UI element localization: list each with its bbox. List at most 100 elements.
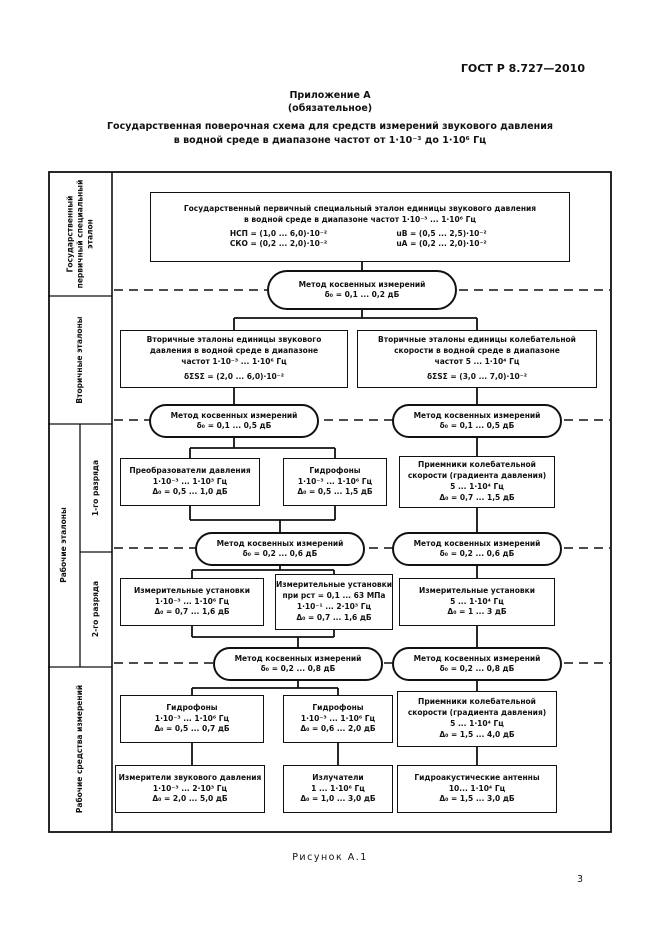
- page-number: 3: [576, 874, 583, 885]
- method-ellipse-1: Метод косвенных измерений δ₀ = 0,1 ... 0…: [267, 270, 457, 310]
- sidebar-label-primary-standard: Государственный первичный специальный эт…: [65, 179, 94, 289]
- node-text: Δ₀ = 2,0 ... 5,0 дБ: [152, 794, 228, 804]
- method-ellipse-4-left: Метод косвенных измерений δ₀ = 0,2 ... 0…: [213, 647, 383, 681]
- scheme-title: Государственная поверочная схема для сре…: [28, 120, 632, 149]
- node-wi-emitters: Излучатели 1 ... 1·10⁶ Гц Δ₀ = 1,0 ... 3…: [283, 765, 393, 813]
- node-wi-hydrophones-2: Гидрофоны 1·10⁻³ ... 1·10⁶ Гц Δ₀ = 0,6 .…: [283, 695, 393, 743]
- node-text: Вторичные эталоны единицы звукового: [146, 335, 322, 345]
- node-rank1-velocity-receivers: Приемники колебательной скорости (градие…: [399, 456, 555, 508]
- node-text: Преобразователи давления: [129, 465, 251, 475]
- node-text: 1 ... 1·10⁶ Гц: [311, 783, 365, 793]
- node-text: 1·10⁻¹ ... 2·10³ Гц: [296, 602, 372, 611]
- figure-caption: Рисунок А.1: [292, 852, 368, 863]
- node-text: δΣSΣ = (3,0 ... 7,0)·10⁻²: [426, 371, 528, 381]
- node-text: δΣSΣ = (2,0 ... 6,0)·10⁻²: [183, 371, 285, 381]
- node-rank1-hydrophones: Гидрофоны 1·10⁻³ ... 1·10⁶ Гц Δ₀ = 0,5 .…: [283, 458, 387, 506]
- node-text: Δ₀ = 0,5 ... 0,7 дБ: [154, 724, 230, 734]
- node-text: НСП = (1,0 ... 6,0)·10⁻²: [229, 228, 328, 238]
- node-text: Δ₀ = 0,6 ... 2,0 дБ: [300, 724, 376, 734]
- node-text: Измерительные установки: [419, 585, 535, 595]
- node-text: 1·10⁻³ ... 1·10⁶ Гц: [297, 476, 373, 486]
- node-text: Метод косвенных измерений: [413, 538, 541, 548]
- node-text: частот 1·10⁻³ ... 1·10⁶ Гц: [181, 357, 287, 366]
- node-text: 1·10⁻³ ... 1·10⁶ Гц: [300, 713, 376, 723]
- node-text: Метод косвенных измерений: [413, 410, 541, 420]
- node-text: 10... 1·10⁴ Гц: [448, 783, 506, 793]
- node-text: СКО = (0,2 ... 2,0)·10⁻²: [229, 239, 328, 249]
- node-text: Приемники колебательной: [418, 697, 536, 707]
- node-text: uВ = (0,5 ... 2,5)·10⁻²: [396, 228, 487, 238]
- node-text: Δ₀ = 0,7 ... 1,5 дБ: [439, 492, 515, 502]
- node-text: Δ₀ = 0,5 ... 1,0 дБ: [152, 487, 228, 497]
- node-secondary-velocity: Вторичные эталоны единицы колебательной …: [357, 330, 597, 388]
- node-wi-sound-pressure-meters: Измерители звукового давления 1·10⁻³ ...…: [115, 765, 265, 813]
- node-rank2-measuring-setups: Измерительные установки 1·10⁻³ ... 1·10⁶…: [120, 578, 264, 626]
- node-text: Метод косвенных измерений: [170, 410, 298, 420]
- method-ellipse-2-right: Метод косвенных измерений δ₀ = 0,1 ... 0…: [392, 404, 562, 438]
- node-text: Приемники колебательной: [418, 460, 536, 470]
- method-ellipse-4-right: Метод косвенных измерений δ₀ = 0,2 ... 0…: [392, 647, 562, 681]
- node-text: δ₀ = 0,1 ... 0,5 дБ: [439, 421, 515, 430]
- sidebar-label-secondary-standards: Вторичные эталоны: [75, 316, 85, 404]
- node-wi-velocity-receivers: Приемники колебательной скорости (градие…: [397, 691, 557, 747]
- node-text: 1·10⁻³ ... 1·10⁶ Гц: [154, 713, 230, 723]
- scheme-title-line1: Государственная поверочная схема для сре…: [107, 121, 553, 132]
- node-text: 5 ... 1·10⁴ Гц: [450, 719, 504, 728]
- node-text: δ₀ = 0,2 ... 0,8 дБ: [260, 664, 336, 673]
- node-text: Измерительные установки: [134, 585, 250, 595]
- node-text: при pст = 0,1 ... 63 МПа: [282, 591, 386, 601]
- doc-number: ГОСТ Р 8.727—2010: [460, 62, 585, 75]
- scheme-title-line2: в водной среде в диапазоне частот от 1·1…: [173, 135, 487, 147]
- node-text: δ₀ = 0,2 ... 0,6 дБ: [439, 549, 515, 558]
- node-text: частот 5 ... 1·10⁴ Гц: [434, 357, 520, 366]
- node-text: Гидрофоны: [312, 702, 364, 712]
- node-text: Государственный первичный специальный эт…: [183, 203, 537, 213]
- node-text: давления в водной среде в диапазоне: [149, 346, 319, 356]
- node-rank2-pressure-setups: Измерительные установки при pст = 0,1 ..…: [275, 574, 393, 630]
- node-text: δ₀ = 0,2 ... 0,6 дБ: [242, 549, 318, 558]
- node-text: Δ₀ = 0,7 ... 1,6 дБ: [296, 612, 372, 622]
- annex-note: (обязательное): [287, 102, 373, 114]
- node-text: Метод косвенных измерений: [234, 653, 362, 663]
- node-text: Гидрофоны: [166, 702, 218, 712]
- node-text: Измерители звукового давления: [118, 772, 262, 782]
- node-text: Вторичные эталоны единицы колебательной: [378, 335, 576, 345]
- annex-heading: Приложение А (обязательное): [48, 90, 612, 116]
- node-text: Δ₀ = 0,7 ... 1,6 дБ: [154, 607, 230, 617]
- node-text: Метод косвенных измерений: [413, 653, 541, 663]
- node-secondary-pressure: Вторичные эталоны единицы звукового давл…: [120, 330, 348, 388]
- node-text: скорости в водной среде в диапазоне: [394, 346, 560, 356]
- node-text: Δ₀ = 1,5 ... 4,0 дБ: [439, 729, 515, 739]
- node-rank2-velocity-setups: Измерительные установки 5 ... 1·10⁴ Гц Δ…: [399, 578, 555, 626]
- node-text: 1·10⁻³ ... 2·10³ Гц: [152, 783, 228, 793]
- node-text: uА = (0,2 ... 2,0)·10⁻²: [396, 239, 487, 249]
- node-rank1-pressure-transducers: Преобразователи давления 1·10⁻³ ... 1·10…: [120, 458, 260, 506]
- node-text: скорости (градиента давления): [407, 708, 547, 718]
- node-text: δ₀ = 0,1 ... 0,2 дБ: [324, 290, 400, 299]
- sidebar-label-rank2: 2-го разряда: [91, 580, 101, 638]
- method-ellipse-3-left: Метод косвенных измерений δ₀ = 0,2 ... 0…: [195, 532, 365, 566]
- node-text: Δ₀ = 1,0 ... 3,0 дБ: [300, 794, 376, 804]
- node-text: Измерительные установки: [276, 580, 392, 590]
- method-ellipse-2-left: Метод косвенных измерений δ₀ = 0,1 ... 0…: [149, 404, 319, 438]
- node-wi-hydroacoustic-antennas: Гидроакустические антенны 10... 1·10⁴ Гц…: [397, 765, 557, 813]
- node-wi-hydrophones-1: Гидрофоны 1·10⁻³ ... 1·10⁶ Гц Δ₀ = 0,5 .…: [120, 695, 264, 743]
- annex-title: Приложение А: [289, 90, 371, 101]
- node-text: Излучатели: [312, 772, 364, 782]
- node-text: Гидрофоны: [309, 465, 361, 475]
- node-text: δ₀ = 0,1 ... 0,5 дБ: [196, 421, 272, 430]
- node-text: Гидроакустические антенны: [414, 772, 540, 782]
- node-text: в водной среде в диапазоне частот 1·10⁻³…: [244, 214, 476, 224]
- node-primary-standard: Государственный первичный специальный эт…: [150, 192, 570, 262]
- node-text: 1·10⁻³ ... 1·10⁶ Гц: [154, 596, 230, 606]
- node-text: 5 ... 1·10⁴ Гц: [450, 482, 504, 491]
- node-text: Метод косвенных измерений: [298, 279, 426, 289]
- method-ellipse-3-right: Метод косвенных измерений δ₀ = 0,2 ... 0…: [392, 532, 562, 566]
- node-text: скорости (градиента давления): [407, 471, 547, 481]
- sidebar-label-rank1: 1-го разряда: [91, 459, 101, 517]
- node-text: 1·10⁻³ ... 1·10³ Гц: [152, 476, 228, 486]
- node-text: 5 ... 1·10⁴ Гц: [450, 596, 504, 606]
- node-text: Δ₀ = 1 ... 3 дБ: [447, 607, 507, 617]
- sidebar-label-working-standards: Рабочие эталоны: [59, 507, 69, 583]
